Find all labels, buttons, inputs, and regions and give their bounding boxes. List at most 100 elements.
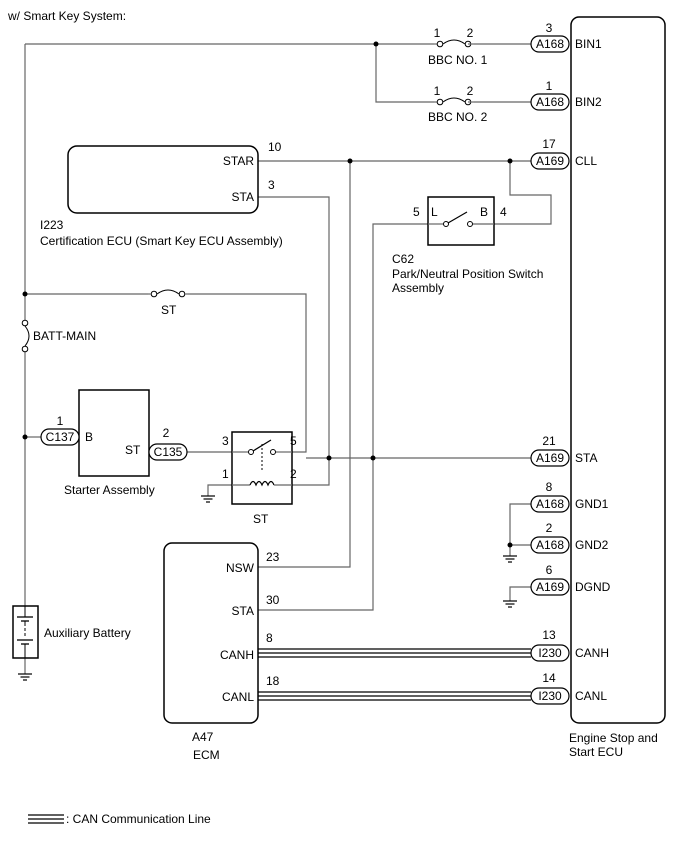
pin-number: 2 bbox=[467, 26, 474, 40]
engine-pin-canl: 14 I230 CANL bbox=[530, 671, 607, 705]
engine-pin-bin1: 3 A168 BIN1 bbox=[530, 21, 602, 53]
junction-dots bbox=[22, 41, 513, 548]
pin-number: 2 bbox=[467, 84, 474, 98]
st-relay: 3 5 1 2 ST bbox=[222, 431, 297, 526]
starter-assembly: B ST Starter Assembly bbox=[64, 389, 155, 497]
engine-pin-gnd2: 2 A168 GND2 bbox=[530, 521, 609, 554]
ecm: NSW STA CANH CANL 23 30 8 18 A47 ECM bbox=[163, 542, 280, 762]
pin-name: CANH bbox=[220, 648, 254, 662]
terminal-label: ST bbox=[125, 443, 141, 457]
pin-name: CANL bbox=[222, 690, 254, 704]
pin-number: 5 bbox=[413, 205, 420, 219]
terminal-label: L bbox=[431, 205, 438, 219]
pin-name: CANL bbox=[575, 689, 607, 703]
pin-name: GND2 bbox=[575, 538, 609, 552]
pin-name: STA bbox=[232, 190, 254, 204]
connector-code: I230 bbox=[538, 689, 562, 703]
fuse-bbc1: 1 2 BBC NO. 1 bbox=[428, 26, 488, 67]
component-label: Starter Assembly bbox=[64, 483, 155, 497]
pin-name: STAR bbox=[223, 154, 254, 168]
pin-number: 2 bbox=[546, 521, 553, 535]
fuse-st: ST bbox=[148, 289, 188, 317]
pin-name: GND1 bbox=[575, 497, 609, 511]
wires bbox=[24, 43, 552, 668]
pin-number: 1 bbox=[546, 79, 553, 93]
component-label: Park/Neutral Position Switch bbox=[392, 267, 543, 281]
pin-number: 21 bbox=[542, 434, 556, 448]
connector-code: C135 bbox=[154, 445, 183, 459]
pin-number: 2 bbox=[290, 467, 297, 481]
pin-name: BIN2 bbox=[575, 95, 602, 109]
engine-pin-canh: 13 I230 CANH bbox=[530, 628, 609, 662]
component-code: C62 bbox=[392, 252, 414, 266]
connector-code: A168 bbox=[536, 37, 564, 51]
pin-number: 5 bbox=[290, 434, 297, 448]
pin-number: 14 bbox=[542, 671, 556, 685]
pin-number: 23 bbox=[266, 550, 280, 564]
pin-number: 3 bbox=[222, 434, 229, 448]
component-label: Certification ECU (Smart Key ECU Assembl… bbox=[40, 234, 283, 248]
engine-pin-bin2: 1 A168 BIN2 bbox=[530, 79, 602, 111]
pin-number: 2 bbox=[163, 426, 170, 440]
pin-name: NSW bbox=[226, 561, 255, 575]
connector-code: A169 bbox=[536, 451, 564, 465]
pin-name: BIN1 bbox=[575, 37, 602, 51]
fuse-label: BATT-MAIN bbox=[33, 329, 96, 343]
connector-code: A168 bbox=[536, 95, 564, 109]
connector-c135: 2 C135 bbox=[148, 426, 188, 461]
pin-number: 8 bbox=[266, 631, 273, 645]
pin-name: STA bbox=[232, 604, 254, 618]
pin-number: 6 bbox=[546, 563, 553, 577]
pin-number: 30 bbox=[266, 593, 280, 607]
pin-number: 18 bbox=[266, 674, 280, 688]
engine-pin-cll: 17 A169 CLL bbox=[530, 137, 597, 170]
component-label: Engine Stop and bbox=[569, 731, 658, 745]
pin-number: 1 bbox=[434, 84, 441, 98]
component-code: A47 bbox=[192, 730, 214, 744]
park-neutral-switch: L B 5 4 C62 Park/Neutral Position Switch… bbox=[392, 196, 543, 295]
fuse-label: BBC NO. 1 bbox=[428, 53, 488, 67]
pin-number: 3 bbox=[268, 178, 275, 192]
fuse-batt-main: BATT-MAIN bbox=[21, 319, 96, 353]
connector-code: A168 bbox=[536, 497, 564, 511]
can-lines bbox=[258, 648, 531, 701]
component-label: Start ECU bbox=[569, 745, 623, 759]
pin-number: 17 bbox=[542, 137, 556, 151]
component-label: Assembly bbox=[392, 281, 444, 295]
engine-pin-sta: 21 A169 STA bbox=[530, 434, 597, 467]
component-label: Auxiliary Battery bbox=[44, 626, 131, 640]
pin-name: CANH bbox=[575, 646, 609, 660]
auxiliary-battery: Auxiliary Battery bbox=[12, 605, 131, 659]
pin-number: 1 bbox=[57, 414, 64, 428]
pin-number: 3 bbox=[546, 21, 553, 35]
engine-pin-gnd1: 8 A168 GND1 bbox=[530, 480, 609, 513]
legend-text: : CAN Communication Line bbox=[66, 812, 211, 826]
pin-number: 8 bbox=[546, 480, 553, 494]
pin-number: 1 bbox=[222, 467, 229, 481]
pin-name: CLL bbox=[575, 154, 597, 168]
connector-code: A168 bbox=[536, 538, 564, 552]
terminal-label: B bbox=[480, 205, 488, 219]
pin-name: STA bbox=[575, 451, 597, 465]
connector-c137: 1 C137 bbox=[40, 414, 80, 446]
pin-name: DGND bbox=[575, 580, 611, 594]
certification-ecu: STAR STA 10 3 I223 Certification ECU (Sm… bbox=[40, 140, 283, 248]
legend-can-line: : CAN Communication Line bbox=[28, 812, 211, 826]
component-code: I223 bbox=[40, 218, 64, 232]
fuse-label: BBC NO. 2 bbox=[428, 110, 488, 124]
diagram-header: w/ Smart Key System: bbox=[7, 9, 126, 23]
pin-number: 10 bbox=[268, 140, 282, 154]
connector-code: A169 bbox=[536, 580, 564, 594]
fuse-bbc2: 1 2 BBC NO. 2 bbox=[428, 84, 488, 124]
connector-code: I230 bbox=[538, 646, 562, 660]
connector-code: A169 bbox=[536, 154, 564, 168]
component-label: ST bbox=[253, 512, 269, 526]
terminal-label: B bbox=[85, 430, 93, 444]
engine-stop-start-ecu: Engine Stop and Start ECU bbox=[569, 16, 666, 759]
pin-number: 13 bbox=[542, 628, 556, 642]
fuse-label: ST bbox=[161, 303, 177, 317]
pin-number: 4 bbox=[500, 205, 507, 219]
pin-number: 1 bbox=[434, 26, 441, 40]
connector-code: C137 bbox=[46, 430, 75, 444]
